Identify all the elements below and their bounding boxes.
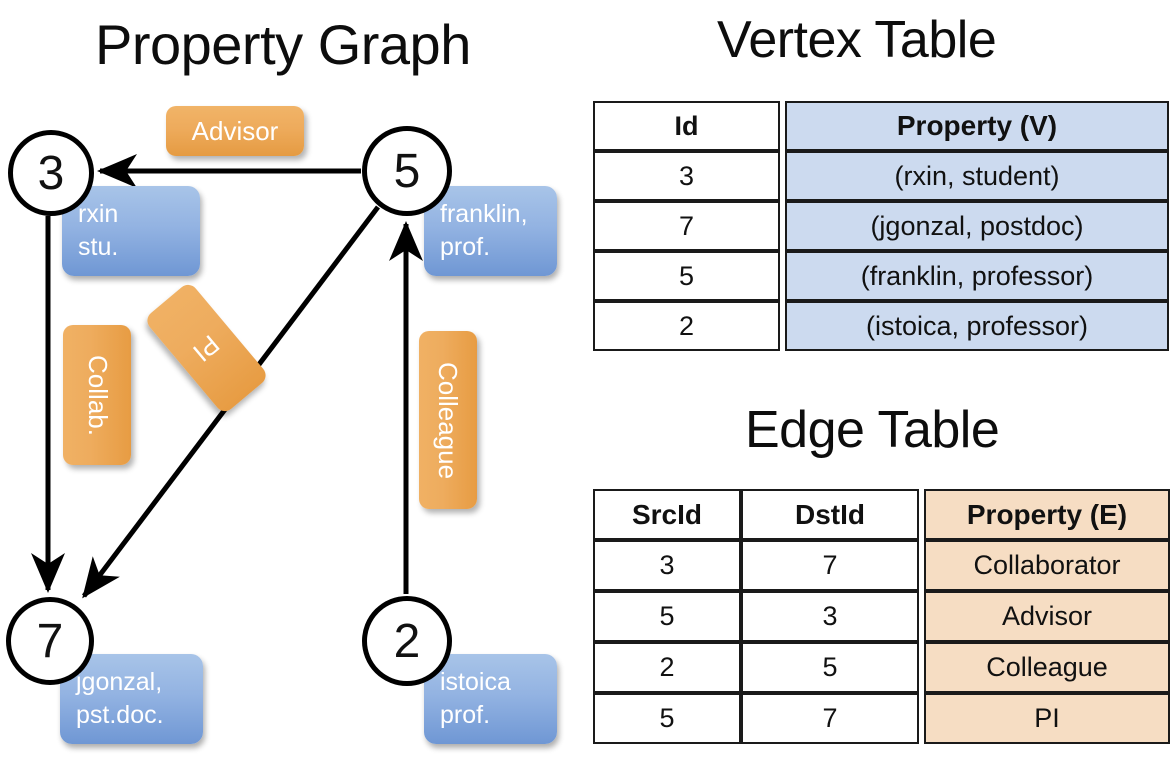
edge-row-1-src: 5 xyxy=(593,591,741,642)
graph-vertex-2-id: 2 xyxy=(393,614,421,668)
vertex-property-box-3-line2: stu. xyxy=(78,233,119,262)
table-row: 2 (istoica, professor) xyxy=(593,301,1169,351)
vertex-property-box-7-line1: jgonzal, xyxy=(76,668,163,696)
vertex-table-header-row: Id Property (V) xyxy=(593,101,1169,151)
edge-label-collab: Collab. xyxy=(63,325,131,465)
edge-table-header-srcid: SrcId xyxy=(593,489,741,540)
vertex-property-box-7-line2: pst.doc. xyxy=(76,701,164,730)
edge-row-0-dst: 7 xyxy=(741,540,919,591)
page-title-property-graph: Property Graph xyxy=(95,13,471,76)
edge-row-0-src: 3 xyxy=(593,540,741,591)
vertex-table-column-gap xyxy=(780,251,785,301)
edge-row-2-src: 2 xyxy=(593,642,741,693)
edge-table-column-gap xyxy=(919,591,924,642)
vertex-table: Id Property (V) 3 (rxin, student) 7 (jgo… xyxy=(593,101,1169,351)
table-row: 7 (jgonzal, postdoc) xyxy=(593,201,1169,251)
vertex-row-0-id: 3 xyxy=(593,151,780,201)
vertex-property-box-5-line1: franklin, xyxy=(440,200,528,228)
graph-vertex-7-id: 7 xyxy=(36,614,64,668)
edge-label-colleague-text: Colleague xyxy=(433,361,464,479)
edge-table-header-property: Property (E) xyxy=(924,489,1170,540)
graph-vertex-5-id: 5 xyxy=(393,144,421,198)
edge-table-header-dstid: DstId xyxy=(741,489,919,540)
edge-label-advisor: Advisor xyxy=(166,106,304,156)
page-title-vertex-table: Vertex Table xyxy=(717,11,997,69)
vertex-table-column-gap xyxy=(780,151,785,201)
edge-row-2-property: Colleague xyxy=(924,642,1170,693)
vertex-property-box-5: franklin, prof. xyxy=(424,186,557,276)
table-row: 3 7 Collaborator xyxy=(593,540,1170,591)
edge-table-column-gap xyxy=(919,642,924,693)
edge-label-collab-text: Collab. xyxy=(82,354,113,436)
vertex-table-column-gap xyxy=(780,301,785,351)
vertex-row-3-id: 2 xyxy=(593,301,780,351)
graph-vertex-5: 5 xyxy=(362,126,452,216)
vertex-row-1-property: (jgonzal, postdoc) xyxy=(785,201,1169,251)
vertex-property-box-2: istoica prof. xyxy=(424,654,557,744)
table-row: 5 7 PI xyxy=(593,693,1170,744)
edge-table: SrcId DstId Property (E) 3 7 Collaborato… xyxy=(593,489,1170,744)
graph-vertex-2: 2 xyxy=(362,596,452,686)
edge-table-header-row: SrcId DstId Property (E) xyxy=(593,489,1170,540)
edge-table-column-gap xyxy=(919,540,924,591)
edge-row-3-dst: 7 xyxy=(741,693,919,744)
vertex-row-2-id: 5 xyxy=(593,251,780,301)
table-row: 3 (rxin, student) xyxy=(593,151,1169,201)
vertex-table-column-gap xyxy=(780,201,785,251)
edge-row-0-property: Collaborator xyxy=(924,540,1170,591)
vertex-row-3-property: (istoica, professor) xyxy=(785,301,1169,351)
edge-label-advisor-text: Advisor xyxy=(191,115,279,146)
vertex-property-box-3: rxin stu. xyxy=(62,186,200,276)
vertex-property-box-3-line1: rxin xyxy=(78,200,119,228)
vertex-row-1-id: 7 xyxy=(593,201,780,251)
table-row: 2 5 Colleague xyxy=(593,642,1170,693)
graph-vertex-7: 7 xyxy=(6,597,94,685)
vertex-table-header-id: Id xyxy=(593,101,780,151)
vertex-row-2-property: (franklin, professor) xyxy=(785,251,1169,301)
edge-label-pi-text: PI xyxy=(187,328,226,368)
vertex-property-box-5-line2: prof. xyxy=(440,233,491,262)
vertex-property-box-2-line2: prof. xyxy=(440,701,491,730)
vertex-row-0-property: (rxin, student) xyxy=(785,151,1169,201)
edge-label-colleague: Colleague xyxy=(419,331,477,509)
page-title-edge-table: Edge Table xyxy=(745,401,1000,459)
edge-table-column-gap xyxy=(919,693,924,744)
graph-vertex-3: 3 xyxy=(8,130,94,216)
edge-row-3-property: PI xyxy=(924,693,1170,744)
edge-row-1-property: Advisor xyxy=(924,591,1170,642)
edge-row-1-dst: 3 xyxy=(741,591,919,642)
edge-table-column-gap xyxy=(919,489,924,540)
vertex-table-column-gap xyxy=(780,101,785,151)
vertex-property-box-2-line1: istoica xyxy=(440,668,511,696)
table-row: 5 3 Advisor xyxy=(593,591,1170,642)
vertex-table-header-property: Property (V) xyxy=(785,101,1169,151)
edge-row-2-dst: 5 xyxy=(741,642,919,693)
graph-vertex-3-id: 3 xyxy=(37,146,65,200)
edge-row-3-src: 5 xyxy=(593,693,741,744)
table-row: 5 (franklin, professor) xyxy=(593,251,1169,301)
